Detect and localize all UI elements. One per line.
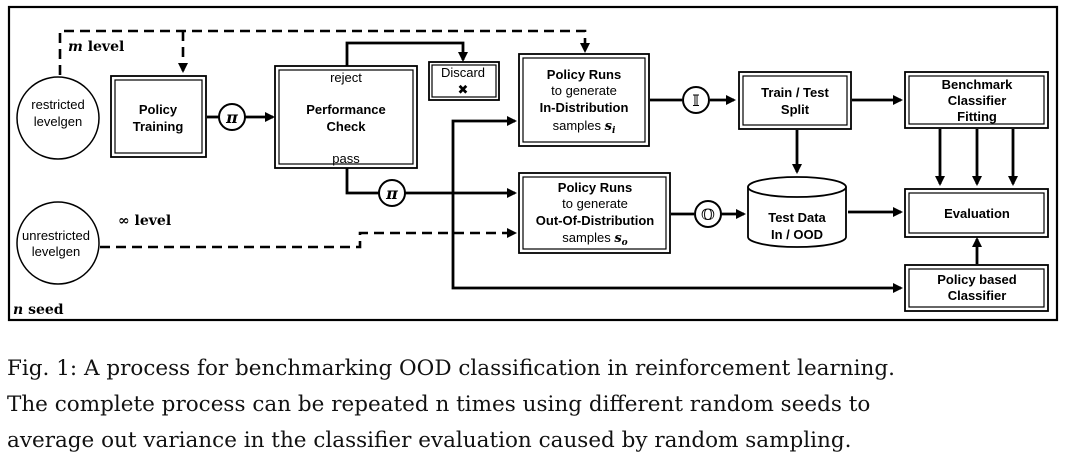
svg-text:Policy based: Policy based — [937, 272, 1017, 287]
svg-text:levelgen: levelgen — [32, 244, 80, 259]
benchmark-classifier-box: Benchmark Classifier Fitting — [904, 71, 1049, 129]
pi-symbol-2: π — [378, 179, 406, 207]
inf-level-label: ∞ level — [118, 213, 171, 229]
policy-based-classifier-box: Policy based Classifier — [904, 264, 1049, 312]
unrestricted-levelgen-node: unrestricted levelgen — [16, 201, 100, 285]
to-runs-in — [451, 116, 517, 193]
connectors — [58, 29, 1018, 293]
svg-text:Train / Test: Train / Test — [761, 85, 829, 100]
svg-text:reject: reject — [330, 70, 362, 85]
policy-runs-out-box: Policy Runs to generate Out-Of-Distribut… — [518, 172, 671, 254]
svg-text:In / OOD: In / OOD — [771, 227, 823, 242]
svg-text:unrestricted: unrestricted — [22, 228, 90, 243]
svg-text:samples si: samples si — [553, 118, 616, 136]
svg-text:Out-Of-Distribution: Out-Of-Distribution — [536, 213, 654, 228]
evaluation-box: Evaluation — [904, 188, 1049, 238]
svg-text:✖: ✖ — [458, 82, 469, 97]
caption-line-3: average out variance in the classifier e… — [7, 428, 852, 453]
figure-caption: Fig. 1: A process for benchmarking OOD c… — [7, 351, 1067, 459]
svg-text:Policy Runs: Policy Runs — [547, 67, 621, 82]
svg-text:π: π — [385, 184, 398, 203]
svg-text:restricted: restricted — [31, 97, 84, 112]
svg-text:pass: pass — [332, 151, 360, 166]
in-distribution-symbol: 𝕀 — [682, 86, 710, 114]
caption-line-1: Fig. 1: A process for benchmarking OOD c… — [7, 356, 895, 381]
n-seed-label: n seed — [13, 302, 64, 318]
inf-level-line — [100, 228, 517, 249]
svg-text:Classifier: Classifier — [948, 288, 1007, 303]
svg-text:Policy: Policy — [139, 102, 178, 117]
svg-text:to generate: to generate — [551, 83, 617, 98]
svg-text:Training: Training — [133, 119, 184, 134]
svg-text:𝕀: 𝕀 — [692, 91, 699, 110]
svg-text:Performance: Performance — [306, 102, 385, 117]
restricted-levelgen-node: restricted levelgen — [16, 76, 100, 160]
svg-text:𝕆: 𝕆 — [701, 205, 715, 224]
to-policy-classifier — [451, 193, 903, 293]
svg-text:to generate: to generate — [562, 196, 628, 211]
svg-text:Split: Split — [781, 102, 810, 117]
svg-text:Policy Runs: Policy Runs — [558, 180, 632, 195]
policy-training-box: Policy Training — [110, 75, 207, 158]
svg-text:π: π — [225, 108, 238, 127]
svg-text:In-Distribution: In-Distribution — [540, 100, 629, 115]
caption-line-2: The complete process can be repeated n t… — [7, 392, 871, 417]
svg-text:Benchmark: Benchmark — [942, 77, 1014, 92]
seed-frame — [7, 5, 1059, 322]
svg-text:Classifier: Classifier — [948, 93, 1007, 108]
discard-box: Discard ✖ — [428, 61, 500, 101]
svg-text:samples so: samples so — [562, 230, 627, 248]
svg-text:Test Data: Test Data — [768, 210, 826, 225]
svg-text:Evaluation: Evaluation — [944, 206, 1010, 221]
performance-check-box: reject Performance Check pass — [274, 65, 418, 169]
process-diagram: m level ∞ level n seed — [7, 5, 1059, 322]
test-data-cylinder: Test Data In / OOD — [747, 176, 847, 248]
svg-text:levelgen: levelgen — [34, 114, 82, 129]
svg-text:Fitting: Fitting — [957, 109, 997, 124]
svg-text:Discard: Discard — [441, 65, 485, 80]
m-level-line — [58, 29, 590, 75]
policy-runs-in-box: Policy Runs to generate In-Distribution … — [518, 53, 650, 147]
pi-symbol-1: π — [218, 103, 246, 131]
out-of-distribution-symbol: 𝕆 — [694, 200, 722, 228]
train-test-split-box: Train / Test Split — [738, 71, 852, 130]
reject-to-discard — [345, 41, 468, 66]
m-level-label: m level — [68, 39, 124, 55]
svg-text:Check: Check — [326, 119, 366, 134]
pass-line — [345, 168, 379, 195]
